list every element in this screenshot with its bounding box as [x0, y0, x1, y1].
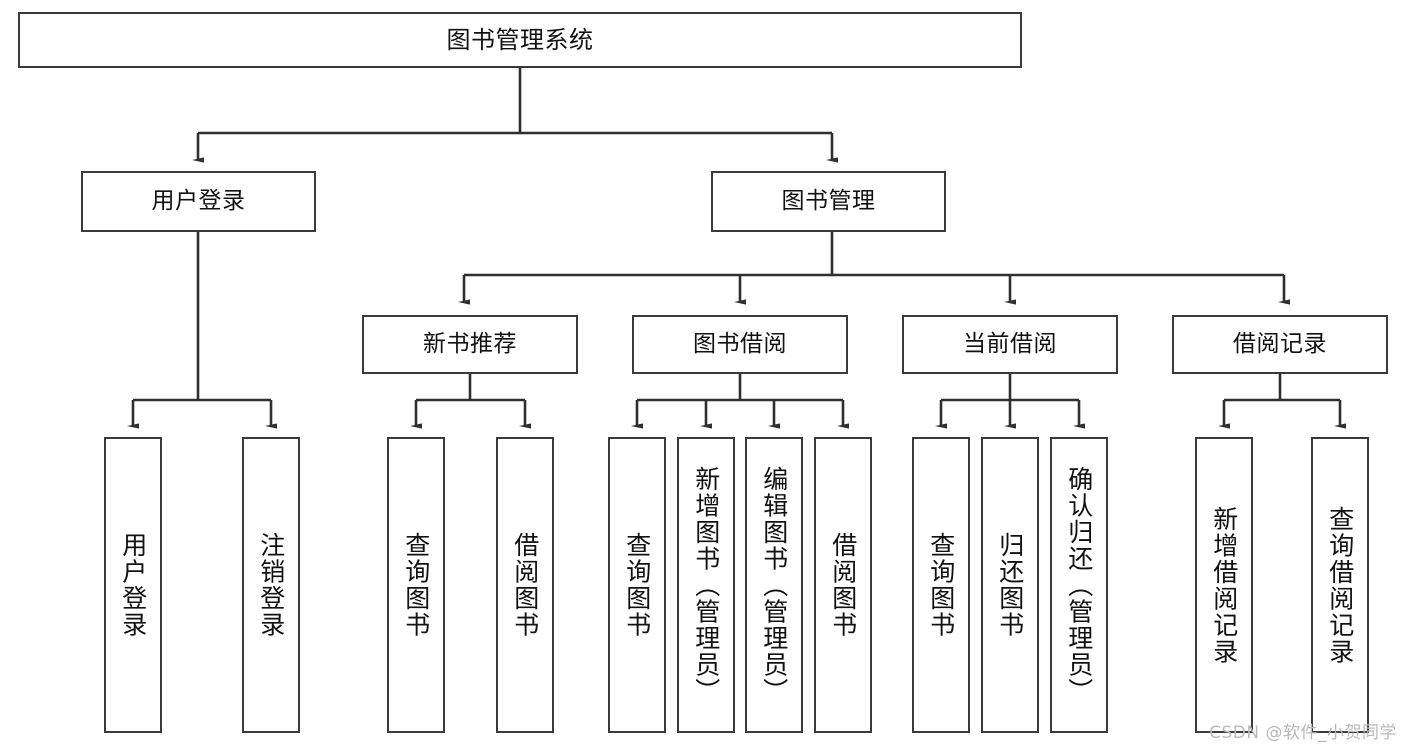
leaf-borrow-record-add[interactable]: 新增借阅记录	[1195, 437, 1253, 733]
node-label: 图书借阅	[693, 330, 787, 357]
node-user-login[interactable]: 用户登录	[81, 171, 316, 232]
node-label: 查询图书	[401, 532, 431, 638]
node-label: 借阅图书	[828, 532, 858, 638]
leaf-book-borrow-borrow[interactable]: 借阅图书	[814, 437, 872, 733]
node-label: 归还图书	[995, 532, 1025, 638]
node-label: 查询图书	[926, 532, 956, 638]
node-current-borrow[interactable]: 当前借阅	[902, 315, 1118, 374]
leaf-new-book-query[interactable]: 查询图书	[387, 437, 445, 733]
leaf-current-borrow-confirm-return[interactable]: 确认归还（管理员）	[1050, 437, 1108, 733]
node-label: 用户登录	[118, 532, 148, 638]
node-label: 查询图书	[622, 532, 652, 638]
node-label: 用户登录	[151, 187, 246, 214]
leaf-current-borrow-return[interactable]: 归还图书	[981, 437, 1039, 733]
node-label: 注销登录	[256, 532, 286, 638]
node-label: 查询借阅记录	[1325, 505, 1355, 665]
node-book-management[interactable]: 图书管理	[711, 171, 946, 232]
node-label: 图书管理系统	[446, 25, 594, 54]
node-label: 新增图书（管理员）	[691, 465, 721, 705]
node-label: 借阅记录	[1233, 330, 1327, 357]
leaf-book-borrow-add[interactable]: 新增图书（管理员）	[677, 437, 735, 733]
node-label: 确认归还（管理员）	[1064, 465, 1094, 705]
leaf-current-borrow-query[interactable]: 查询图书	[912, 437, 970, 733]
node-label: 图书管理	[781, 187, 876, 214]
node-label: 新增借阅记录	[1209, 505, 1239, 665]
node-label: 当前借阅	[963, 330, 1057, 357]
leaf-book-borrow-query[interactable]: 查询图书	[608, 437, 666, 733]
leaf-user-login-logout[interactable]: 注销登录	[242, 437, 300, 733]
watermark-text: CSDN @软件_小贺同学	[1209, 723, 1397, 743]
node-label: 新书推荐	[423, 330, 517, 357]
leaf-book-borrow-edit[interactable]: 编辑图书（管理员）	[745, 437, 803, 733]
leaf-new-book-borrow[interactable]: 借阅图书	[496, 437, 554, 733]
leaf-borrow-record-query[interactable]: 查询借阅记录	[1311, 437, 1369, 733]
node-root-system[interactable]: 图书管理系统	[18, 12, 1022, 68]
node-label: 编辑图书（管理员）	[759, 465, 789, 705]
node-book-borrow[interactable]: 图书借阅	[632, 315, 848, 374]
leaf-user-login-login[interactable]: 用户登录	[104, 437, 162, 733]
node-borrow-record[interactable]: 借阅记录	[1172, 315, 1388, 374]
node-new-book-recommend[interactable]: 新书推荐	[362, 315, 578, 374]
node-label: 借阅图书	[510, 532, 540, 638]
